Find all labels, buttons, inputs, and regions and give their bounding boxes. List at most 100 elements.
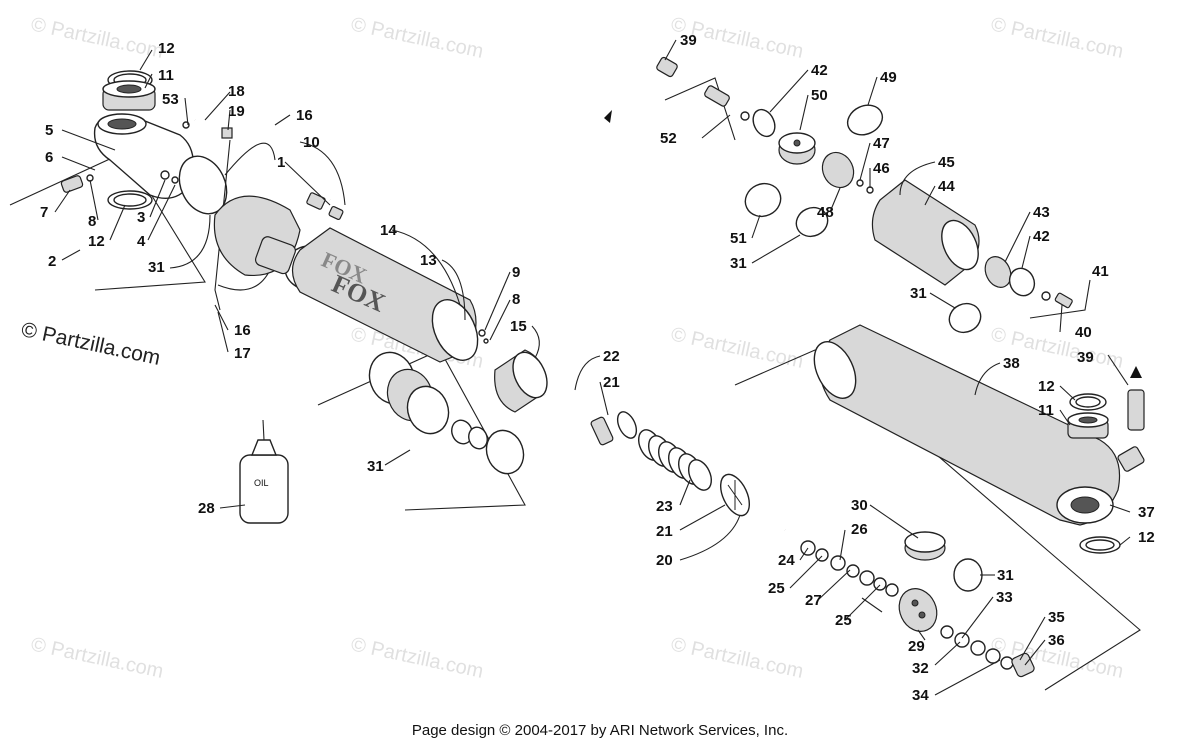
- part-28-bottle: [239, 454, 289, 524]
- leader-lines: [54, 39, 1131, 696]
- part-31-oring-left: [178, 155, 228, 215]
- callout: 22: [603, 348, 620, 365]
- callout: 9: [512, 264, 520, 281]
- callout: 48: [817, 204, 834, 221]
- callout: 16: [296, 107, 313, 124]
- callout: 28: [198, 500, 215, 517]
- callout: 45: [938, 154, 955, 171]
- callout: 44: [938, 178, 955, 195]
- part-39-hose-end: [1127, 389, 1145, 431]
- part-23-spring: [637, 429, 713, 491]
- watermark-faint: © Partzilla.com: [349, 13, 485, 63]
- part-4-ball: [171, 176, 179, 184]
- callout: 36: [1048, 632, 1065, 649]
- callout: 1: [277, 154, 285, 171]
- part-43-cap: [984, 256, 1012, 288]
- valve-stack: [800, 531, 1035, 678]
- oil-bottle: OIL: [239, 419, 289, 524]
- spring-rings: [368, 351, 525, 475]
- callout: 37: [1138, 504, 1155, 521]
- callout: 2: [48, 253, 56, 270]
- lower-body: [813, 324, 1145, 554]
- callout: 12: [1138, 529, 1155, 546]
- callout: 12: [88, 233, 105, 250]
- callout: 53: [162, 91, 179, 108]
- callout: 35: [1048, 609, 1065, 626]
- callout: 51: [730, 230, 747, 247]
- callout: 31: [997, 567, 1014, 584]
- callout: 27: [805, 592, 822, 609]
- part-48-piston: [821, 151, 855, 189]
- callout: 52: [660, 130, 677, 147]
- callout: 31: [367, 458, 384, 475]
- watermark-faint: © Partzilla.com: [349, 633, 485, 683]
- part-3-oring: [160, 170, 170, 180]
- callout: 32: [912, 660, 929, 677]
- part-37-elbow: [1117, 446, 1145, 472]
- part-31-ring-top: [795, 206, 829, 238]
- part-42-ring: [752, 108, 776, 138]
- part-1-cap: [328, 205, 344, 221]
- callout: 13: [420, 252, 437, 269]
- part-16-clamp-upper: [224, 142, 276, 176]
- part-13-oring: [431, 299, 479, 361]
- callout: 6: [45, 149, 53, 166]
- group-box-52: [664, 77, 736, 141]
- part-17-pin: [214, 139, 231, 311]
- oil-label: OIL: [254, 478, 269, 488]
- callout: 8: [88, 213, 96, 230]
- callout: 49: [880, 69, 897, 86]
- part-51-ring: [744, 182, 782, 218]
- callout: 23: [656, 498, 673, 515]
- piston-15: [494, 349, 548, 413]
- callout: 42: [811, 62, 828, 79]
- callout: 50: [811, 87, 828, 104]
- part-8: [483, 338, 489, 344]
- callout: 31: [730, 255, 747, 272]
- part-10-fitting: [306, 192, 326, 210]
- callout: 47: [873, 135, 890, 152]
- callout: 12: [158, 40, 175, 57]
- callout: 16: [234, 322, 251, 339]
- part-39-fitting: [656, 56, 678, 78]
- callout: 19: [228, 103, 245, 120]
- part-31-ring-right: [948, 302, 982, 334]
- callout: 30: [851, 497, 868, 514]
- callout: 40: [1075, 324, 1092, 341]
- callout: 38: [1003, 355, 1020, 372]
- shaft-assembly: [544, 394, 786, 531]
- part-7-screw: [60, 175, 84, 193]
- callout: 39: [1077, 349, 1094, 366]
- callout: 3: [137, 209, 145, 226]
- end-cap-assembly: [60, 70, 344, 311]
- part-29-piston: [898, 588, 938, 632]
- callout: 31: [910, 285, 927, 302]
- part-16-clamp-lower: [217, 269, 271, 291]
- remote-reservoir: [604, 45, 1073, 334]
- callout: 34: [912, 687, 929, 704]
- callout: 8: [512, 291, 520, 308]
- watermark-faint: © Partzilla.com: [29, 633, 165, 683]
- part-40-valve: [1054, 292, 1073, 309]
- callout: 25: [768, 580, 785, 597]
- callout: 20: [656, 552, 673, 569]
- callout: 29: [908, 638, 925, 655]
- watermark-faint: © Partzilla.com: [669, 323, 805, 373]
- watermark-faint: © Partzilla.com: [669, 633, 805, 683]
- callout: 11: [158, 67, 174, 84]
- part-31-oring-lower: [953, 558, 983, 592]
- callout: 39: [680, 32, 697, 49]
- part-42-ring-b: [1008, 267, 1036, 297]
- part-21-bumper: [590, 416, 614, 446]
- callout: 25: [835, 612, 852, 629]
- callout: 41: [1092, 263, 1109, 280]
- callout: 4: [137, 233, 146, 250]
- callout: 18: [228, 83, 245, 100]
- callout: 12: [1038, 378, 1055, 395]
- callout: 42: [1033, 228, 1050, 245]
- part-49-ring: [846, 104, 884, 136]
- callout: 43: [1033, 204, 1050, 221]
- callout: 14: [380, 222, 397, 239]
